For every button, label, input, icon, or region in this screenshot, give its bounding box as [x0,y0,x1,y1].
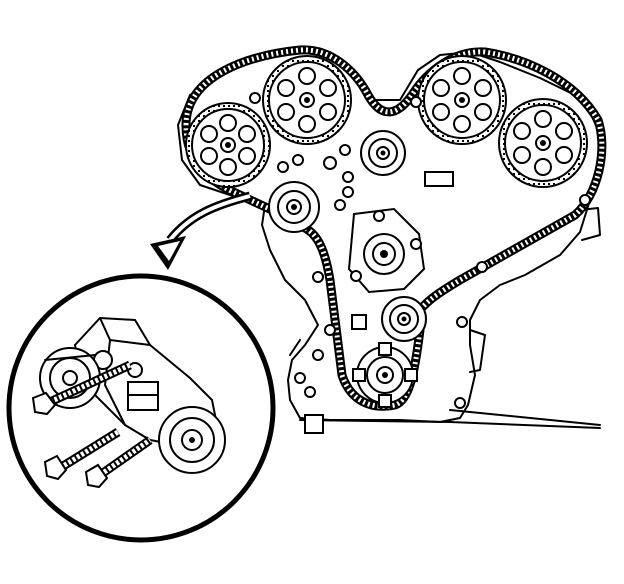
callout-arrow [150,191,252,270]
camshaft-sprocket-right-outer [498,98,588,188]
tensioner-detail-view [6,273,276,543]
detail-right-pulley [158,406,226,474]
camshaft-sprocket-right-inner [417,55,507,145]
camshaft-sprocket-left-outer [185,102,271,188]
detail-bolt-lower-right [84,436,153,489]
crankshaft-sprocket [352,342,418,408]
camshaft-sprocket-left-inner [262,55,352,145]
upper-idler-pulley [360,130,406,176]
water-pump [347,207,426,294]
tensioner-pulley [268,181,320,233]
lower-idler-pulley [381,296,427,342]
detail-bolt-upper [31,360,132,416]
detail-bolt-lower-left [43,428,121,481]
cover-bolts [249,92,591,409]
engine-block-outline [177,49,601,434]
detail-left-pulley [39,347,101,409]
